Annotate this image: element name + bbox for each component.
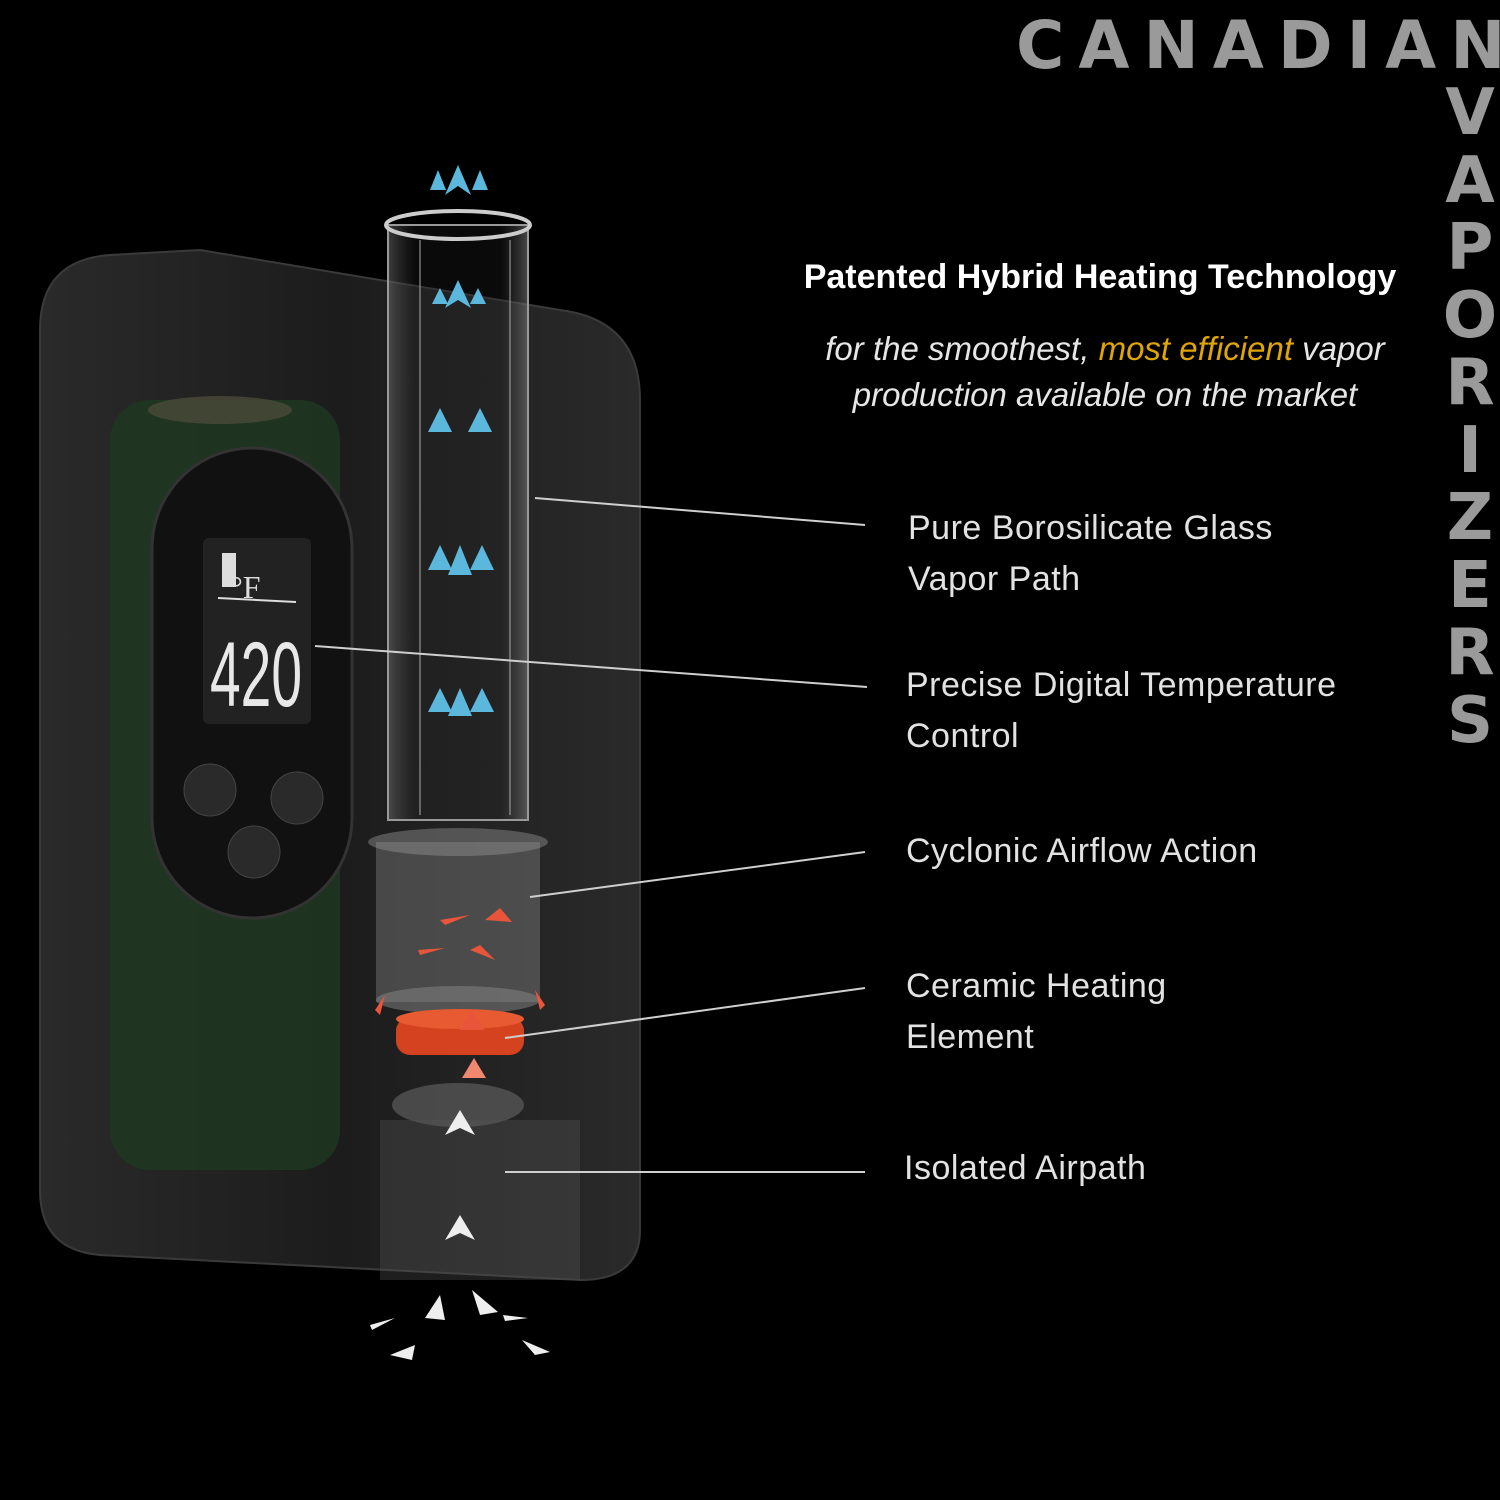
watermark-letter: P bbox=[1446, 211, 1494, 285]
subtitle-part2: vapor production available on the market bbox=[852, 330, 1385, 413]
watermark-letter: O bbox=[1442, 278, 1498, 353]
callout-line: Cyclonic Airflow Action bbox=[906, 832, 1258, 870]
subtitle: for the smoothest, most efficient vapor … bbox=[760, 326, 1450, 418]
callout-cyclonic-airflow: Cyclonic Airflow Action bbox=[906, 826, 1258, 877]
battery-icon bbox=[222, 553, 236, 587]
callout-line: Pure Borosilicate Glass bbox=[908, 509, 1273, 547]
watermark-letter: I bbox=[1458, 413, 1482, 488]
page-title: Patented Hybrid Heating Technology bbox=[803, 258, 1397, 296]
minus-button[interactable] bbox=[183, 763, 237, 817]
watermark-canadian: CANADIAN bbox=[1016, 7, 1500, 84]
heating-element bbox=[396, 1009, 524, 1055]
watermark-letter: A bbox=[1445, 143, 1495, 218]
plus-button[interactable] bbox=[270, 771, 324, 825]
subtitle-part1: for the smoothest, bbox=[825, 330, 1090, 367]
leader-lines bbox=[314, 497, 868, 1173]
callout-line: Control bbox=[906, 717, 1020, 755]
callout-isolated-airpath: Isolated Airpath bbox=[904, 1143, 1146, 1194]
callout-line: Vapor Path bbox=[908, 560, 1081, 598]
watermark-letter: R bbox=[1445, 616, 1495, 690]
temperature-readout: 420 bbox=[210, 624, 302, 726]
callout-line: Element bbox=[906, 1018, 1035, 1056]
watermark-letter: S bbox=[1446, 683, 1494, 758]
heat-arrows bbox=[375, 908, 545, 1078]
callout-line: Ceramic Heating bbox=[906, 967, 1167, 1005]
callout-line: Precise Digital Temperature bbox=[906, 666, 1337, 704]
watermark-letter: Z bbox=[1446, 481, 1494, 555]
callout-line: Isolated Airpath bbox=[904, 1149, 1147, 1187]
subtitle-highlight: most efficient bbox=[1098, 330, 1293, 367]
glass-tube bbox=[384, 209, 532, 821]
cyclone-chamber bbox=[368, 828, 548, 1014]
power-button[interactable] bbox=[227, 825, 281, 879]
watermark-letter: E bbox=[1448, 548, 1492, 623]
airpath-base bbox=[380, 1083, 580, 1280]
unit-label: °F bbox=[230, 569, 261, 605]
intake-arrows bbox=[370, 1110, 550, 1360]
watermark-letter: R bbox=[1445, 346, 1495, 420]
watermark-letter: V bbox=[1445, 76, 1495, 150]
vapor-arrows bbox=[428, 165, 494, 716]
